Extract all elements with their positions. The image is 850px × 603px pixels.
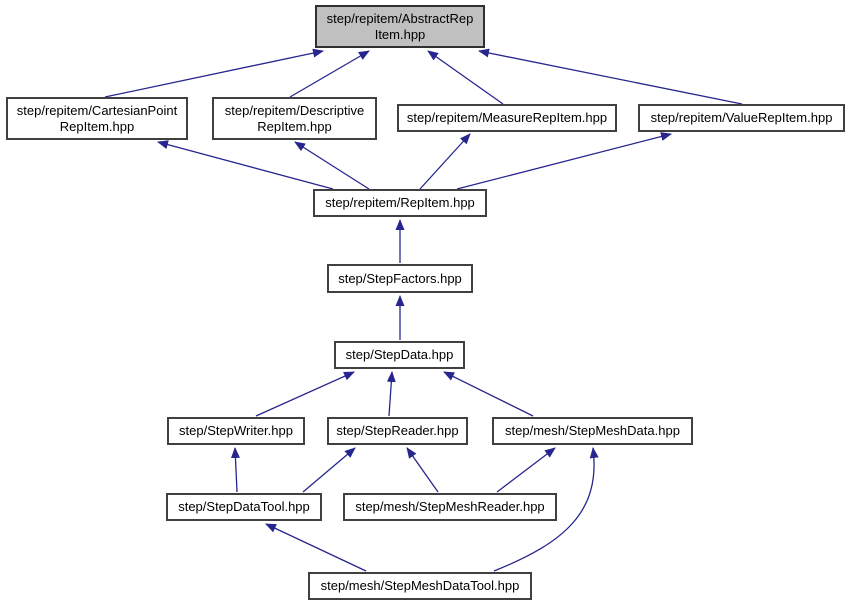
edge-stepwriter-to-stepdata — [255, 371, 355, 417]
edge-stepmeshdatatool-to-stepmeshdata — [493, 447, 599, 572]
node-value-rep-item[interactable]: step/repitem/ValueRepItem.hpp — [638, 104, 845, 132]
edge-stepdatatool-to-stepreader — [302, 447, 356, 493]
node-descriptive-rep-item[interactable]: step/repitem/Descriptive RepItem.hpp — [212, 97, 377, 140]
node-step-mesh-data[interactable]: step/mesh/StepMeshData.hpp — [492, 417, 693, 445]
node-measure-rep-item[interactable]: step/repitem/MeasureRepItem.hpp — [397, 104, 617, 132]
node-step-writer[interactable]: step/StepWriter.hpp — [167, 417, 305, 445]
edge-cartesianpointrepitem-to-abstractrepitem — [104, 48, 324, 98]
edge-measurerepitem-to-abstractrepitem — [427, 50, 504, 105]
edge-stepmeshdatatool-to-stepdatatool — [265, 523, 367, 572]
node-step-reader[interactable]: step/StepReader.hpp — [327, 417, 468, 445]
edge-stepmeshreader-to-stepreader — [406, 447, 439, 493]
node-rep-item[interactable]: step/repitem/RepItem.hpp — [313, 189, 487, 217]
edge-repitem-to-measurerepitem — [419, 133, 471, 190]
node-step-data-tool[interactable]: step/StepDataTool.hpp — [166, 493, 322, 521]
edge-valuerepitem-to-abstractrepitem — [478, 48, 743, 105]
node-step-data[interactable]: step/StepData.hpp — [334, 341, 465, 369]
edge-descriptiverepitem-to-abstractrepitem — [289, 50, 370, 98]
edge-stepmeshreader-to-stepmeshdata — [496, 447, 556, 493]
edge-repitem-to-descriptiverepitem — [294, 141, 370, 190]
edge-stepdatatool-to-stepwriter — [230, 447, 240, 493]
edge-stepmeshdata-to-stepdata — [443, 371, 534, 417]
edge-stepreader-to-stepdata — [386, 371, 396, 417]
node-step-factors[interactable]: step/StepFactors.hpp — [327, 264, 473, 293]
edge-repitem-to-valuerepitem — [456, 132, 672, 190]
node-step-mesh-reader[interactable]: step/mesh/StepMeshReader.hpp — [343, 493, 557, 521]
node-step-mesh-data-tool[interactable]: step/mesh/StepMeshDataTool.hpp — [308, 572, 532, 600]
node-cartesian-point-rep-item[interactable]: step/repitem/CartesianPoint RepItem.hpp — [6, 97, 188, 140]
edge-repitem-to-cartesianpointrepitem — [157, 140, 334, 190]
node-abstract-rep-item[interactable]: step/repitem/AbstractRep Item.hpp — [315, 5, 485, 48]
